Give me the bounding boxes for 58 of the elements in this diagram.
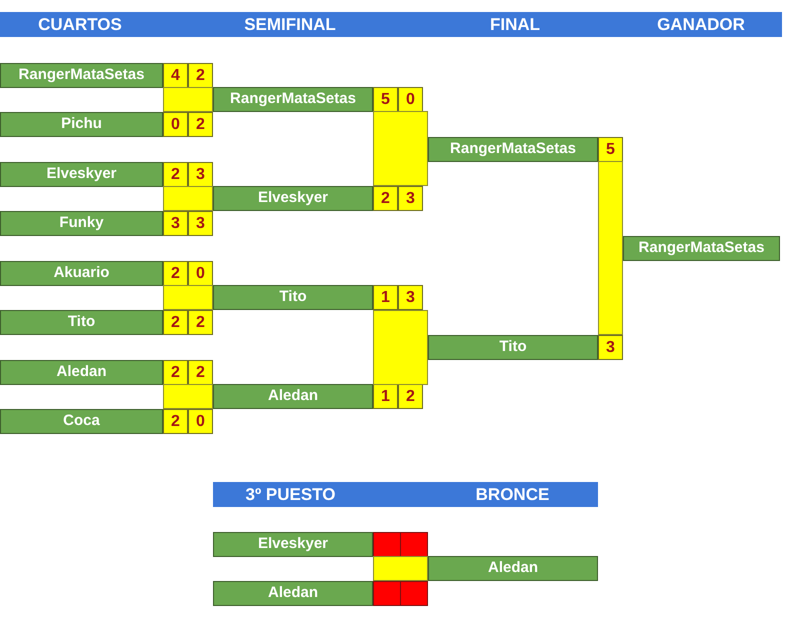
score: 2	[188, 310, 213, 335]
bracket-connector	[598, 161, 623, 335]
score: 2	[373, 186, 398, 211]
player-name-bar: Aledan	[0, 360, 163, 385]
round-heading: GANADOR	[656, 14, 746, 36]
round-heading: BRONCE	[474, 484, 550, 506]
round-heading: 3º PUESTO	[244, 484, 336, 506]
score: 5	[598, 137, 623, 162]
player-name-bar: RangerMataSetas	[0, 63, 163, 88]
player-name-bar: Elveskyer	[213, 532, 373, 557]
score: 3	[163, 211, 188, 236]
player-name-bar: Aledan	[213, 384, 373, 409]
player-name-bar: Tito	[213, 285, 373, 310]
player-name-bar: Coca	[0, 409, 163, 434]
bracket-connector	[373, 556, 428, 581]
bracket-connector	[373, 111, 428, 186]
score: 4	[163, 63, 188, 88]
score: 5	[373, 87, 398, 112]
player-name-bar: Funky	[0, 211, 163, 236]
score: 2	[188, 360, 213, 385]
round-heading: SEMIFINAL	[243, 14, 337, 36]
bracket-connector	[163, 384, 213, 409]
score: 3	[188, 162, 213, 187]
bracket-connector	[163, 285, 213, 310]
player-name-bar: RangerMataSetas	[623, 236, 780, 261]
round-heading: FINAL	[488, 14, 542, 36]
score: 3	[598, 335, 623, 360]
score: 3	[398, 285, 423, 310]
score: 3	[188, 211, 213, 236]
score: 2	[163, 261, 188, 286]
score: 1	[373, 384, 398, 409]
player-name-bar: Aledan	[213, 581, 373, 606]
score: 1	[373, 285, 398, 310]
bracket-connector	[163, 87, 213, 112]
player-name-bar: Tito	[428, 335, 598, 360]
player-name-bar: Pichu	[0, 112, 163, 137]
score: 0	[398, 87, 423, 112]
score: 2	[188, 112, 213, 137]
score: 2	[163, 310, 188, 335]
score: 2	[163, 162, 188, 187]
score: 3	[398, 186, 423, 211]
bracket-connector	[373, 310, 428, 385]
score: 0	[188, 409, 213, 434]
player-name-bar: Aledan	[428, 556, 598, 581]
player-name-bar: Tito	[0, 310, 163, 335]
player-name-bar: Elveskyer	[0, 162, 163, 187]
score: 2	[163, 409, 188, 434]
player-name-bar: RangerMataSetas	[213, 87, 373, 112]
bracket-connector	[163, 186, 213, 211]
player-name-bar: RangerMataSetas	[428, 137, 598, 162]
player-name-bar: Akuario	[0, 261, 163, 286]
score: 2	[188, 63, 213, 88]
round-heading: CUARTOS	[37, 14, 123, 36]
score: 2	[398, 384, 423, 409]
score: 0	[188, 261, 213, 286]
score: 2	[163, 360, 188, 385]
score: 0	[163, 112, 188, 137]
player-name-bar: Elveskyer	[213, 186, 373, 211]
